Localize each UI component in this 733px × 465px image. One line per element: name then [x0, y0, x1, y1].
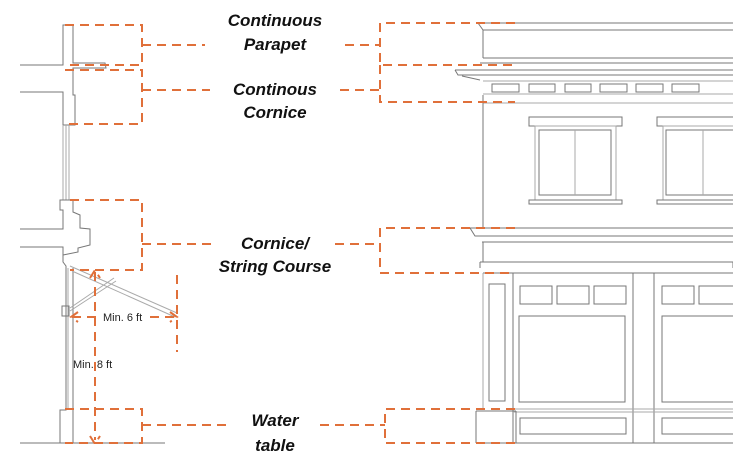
label-parapet-line1: Continuous	[228, 11, 322, 30]
dimension-lines	[69, 268, 179, 446]
awning-projection-label: Min. 6 ft	[103, 312, 142, 324]
wall-section-profile	[20, 24, 178, 444]
label-string-course-line2: String Course	[219, 257, 331, 276]
label-cornice-line2: Cornice	[243, 103, 306, 122]
window	[528, 116, 623, 205]
label-water-table-line1: Water	[252, 411, 300, 430]
label-cornice-line1: Continous	[233, 80, 317, 99]
facade-elevation	[454, 22, 733, 444]
frieze-panels	[491, 83, 700, 93]
label-parapet-line2: Parapet	[244, 35, 308, 54]
label-water-table-line2: table	[255, 436, 295, 455]
callout-boxes	[65, 22, 515, 444]
label-string-course-line1: Cornice/	[241, 234, 311, 253]
awning-clearance-label: Min. 8 ft	[73, 359, 112, 371]
window	[656, 116, 733, 205]
